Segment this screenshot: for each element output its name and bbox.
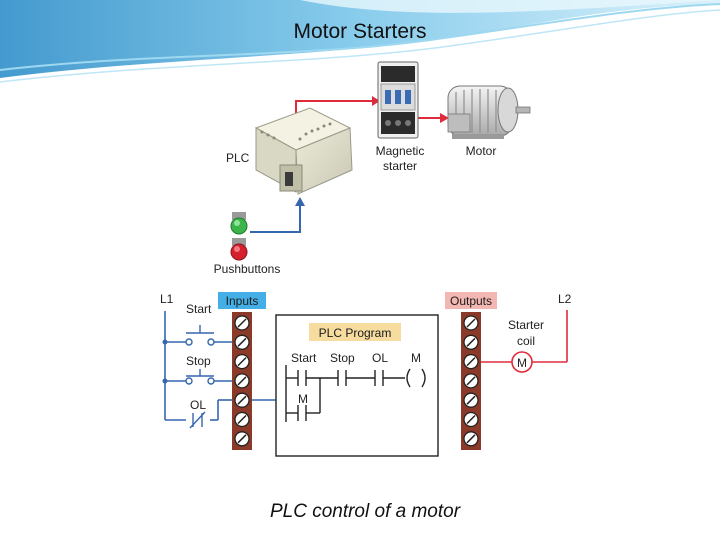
program-contact-stop-label: Stop [330,351,355,365]
magnetic-starter-icon [377,61,419,139]
input-terminal-screw-slot [237,337,247,347]
input-terminal-screw-slot [237,357,247,367]
program-coil-m-label: M [411,351,421,365]
output-terminal-screw-slot [466,357,476,367]
output-terminal-screw-slot [466,395,476,405]
motor-icon [447,85,531,139]
stop-pushbutton-symbol [185,369,215,385]
ol-contact-symbol [189,411,206,429]
outputs-badge [445,292,497,309]
pushbuttons-label: Pushbuttons [214,262,281,276]
slide-caption: PLC control of a motor [269,501,461,522]
input-terminal-screw-slot [237,395,247,405]
output-terminal-screws [463,315,479,447]
start-pushbutton-symbol [185,325,215,346]
inputs-badge [218,292,266,309]
starter-label-line2: starter [383,159,417,173]
ol-label: OL [190,398,206,412]
output-terminal-screw-slot [466,376,476,386]
output-terminal-screw-slot [466,414,476,425]
header-wave-decoration [0,0,720,83]
motor-label: Motor [466,144,497,158]
seal-contact-m-label: M [298,392,308,406]
starter-coil-label-line1: Starter [508,318,544,332]
input-terminal-screw-slot [237,318,247,328]
output-terminal-screw-slot [466,318,476,328]
plc-program-badge [309,323,401,341]
junction-dots [162,339,168,384]
blue-wire-pushbuttons-to-plc [250,205,301,233]
output-terminal-screw-slot [466,337,476,347]
arrowhead-to-plc [295,197,305,206]
start-label: Start [186,302,212,316]
starter-coil-label-line2: coil [517,334,535,348]
input-wiring [164,311,232,421]
program-contact-ol-label: OL [372,351,388,365]
slide-title: Motor Starters [293,20,427,43]
starter-coil-symbol [511,351,533,373]
arrowhead-to-motor [440,113,449,123]
plc-label: PLC [226,151,250,165]
program-rungs [285,365,426,422]
arrowhead-to-starter [372,96,380,106]
input-terminal-screw-slot [237,434,247,444]
plc-program-label: PLC Program [319,326,392,340]
l2-label: L2 [558,292,572,306]
output-wiring [481,310,568,363]
l1-label: L1 [160,292,174,306]
inputs-label: Inputs [226,294,259,308]
outputs-label: Outputs [450,294,492,308]
starter-coil-m-label: M [517,356,527,370]
stop-label: Stop [186,354,211,368]
input-terminal-screws [234,315,250,447]
pushbutton-green-icon [230,212,248,235]
input-terminal-screw-slot [237,414,247,425]
pushbutton-red-icon [230,238,248,261]
starter-label-line1: Magnetic [376,144,425,158]
output-terminal-screw-slot [466,434,476,444]
plc-unit-icon [254,107,353,195]
program-contact-start-label: Start [291,351,317,365]
input-terminal-screw-slot [237,376,247,386]
